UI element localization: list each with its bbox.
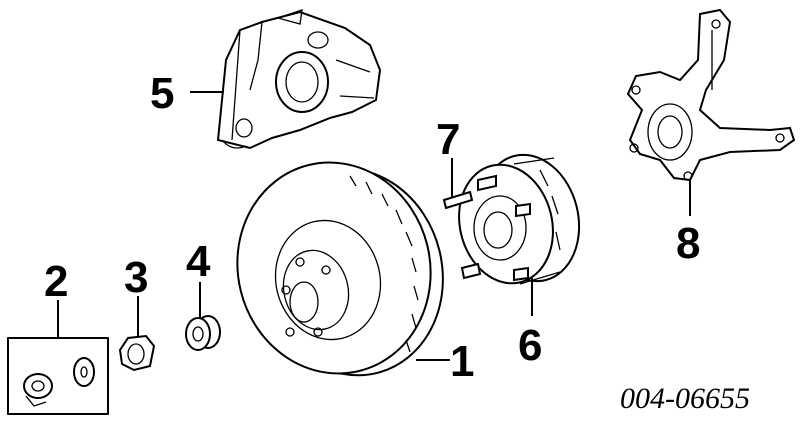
washer bbox=[73, 357, 95, 387]
hex-nut bbox=[118, 334, 156, 372]
callout-6: 6 bbox=[518, 321, 542, 370]
callout-8: 8 bbox=[676, 219, 700, 268]
hub-bearing-assembly bbox=[458, 153, 581, 285]
callout-2: 2 bbox=[44, 257, 68, 306]
callout-5: 5 bbox=[150, 69, 174, 118]
callout-7: 7 bbox=[436, 115, 460, 164]
diagram-reference-number: 004-06655 bbox=[620, 382, 750, 415]
brake-rotor bbox=[236, 161, 444, 377]
steering-knuckle bbox=[626, 8, 796, 182]
wheel-stud bbox=[442, 174, 531, 282]
brake-caliper bbox=[216, 9, 382, 150]
clip bbox=[23, 373, 53, 407]
callout-4: 4 bbox=[186, 237, 211, 286]
callout-1: 1 bbox=[450, 337, 474, 386]
callout-3: 3 bbox=[124, 253, 148, 302]
bushing bbox=[185, 315, 221, 351]
